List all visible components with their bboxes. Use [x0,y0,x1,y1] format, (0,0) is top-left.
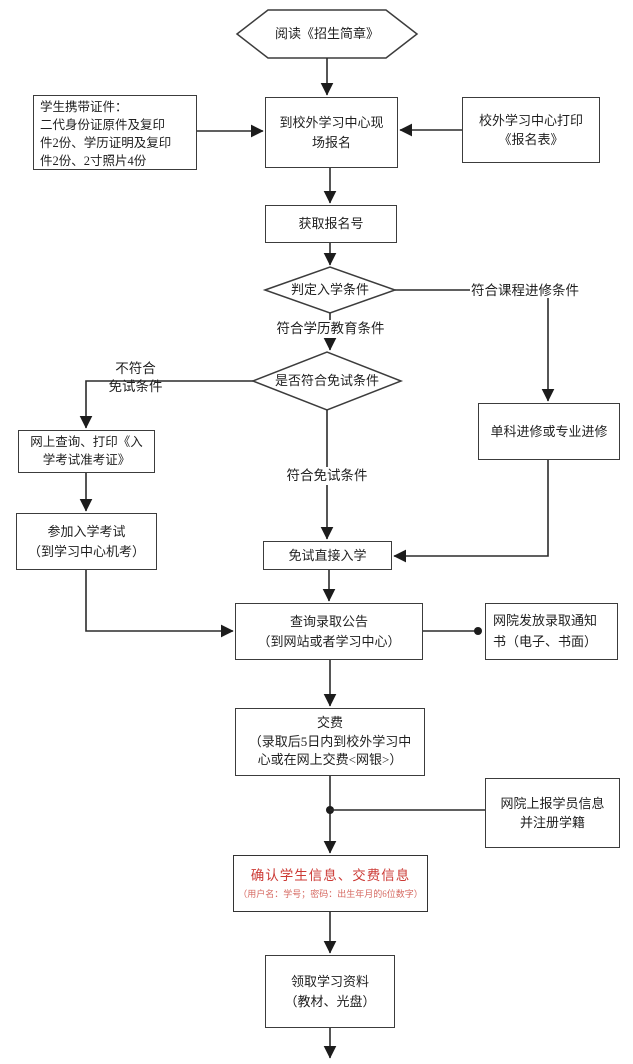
edge-exam-to-announcement [85,570,234,638]
confirm-info-title: 确认学生信息、交费信息 [250,867,411,883]
box-payment: 交费 （录取后5日内到校外学习中 心或在网上交费<网银>） [235,708,425,776]
box-materials: 领取学习资料 （教材、光盘） [265,955,395,1028]
box-direct-admission: 免试直接入学 [263,541,392,570]
edge-label-course-condition: 符合课程进修条件 [471,283,579,298]
edge-advancedstudy-to-direct [393,460,549,563]
diamond-judge-admission-label: 判定入学条件 [290,281,369,297]
box-confirm-info: 确认学生信息、交费信息 （用户名：学号；密码：出生年月的6位数字） [233,855,428,912]
box-admission-announcement: 查询录取公告 （到网站或者学习中心） [235,603,423,660]
box-admission-notice: 网院发放录取通知 书（电子、书面） [485,603,618,660]
edge-label-not-exempt: 不符合 免试条件 [108,361,163,394]
box-student-documents: 学生携带证件： 二代身份证原件及复印 件2份、学历证明及复印 件2份、2寸照片4… [33,95,197,170]
diamond-exemption-check-shape [250,351,404,411]
hexagon-read-brochure-shape [235,9,419,59]
edge-label-exempt: 符合免试条件 [267,467,387,485]
confirm-info-subtitle: （用户名：学号；密码：出生年月的6位数字） [238,888,423,899]
edge-label-degree-condition: 符合学历教育条件 [258,320,403,338]
diamond-exemption-check-label: 是否符合免试条件 [274,372,379,388]
box-print-form: 校外学习中心打印 《报名表》 [462,97,600,163]
box-report-info: 网院上报学员信息 并注册学籍 [485,778,620,848]
junction-dot-notice [474,627,482,635]
box-entrance-exam: 参加入学考试 （到学习中心机考） [16,513,157,570]
box-advanced-study: 单科进修或专业进修 [478,403,620,460]
box-onsite-register: 到校外学习中心现 场报名 [265,97,398,168]
hexagon-read-brochure-label: 阅读《招生简章》 [274,25,379,41]
box-print-ticket: 网上查询、打印《入 学考试准考证》 [18,430,155,473]
box-get-number: 获取报名号 [265,205,397,243]
edge-diamond2-to-printticket [79,380,253,429]
